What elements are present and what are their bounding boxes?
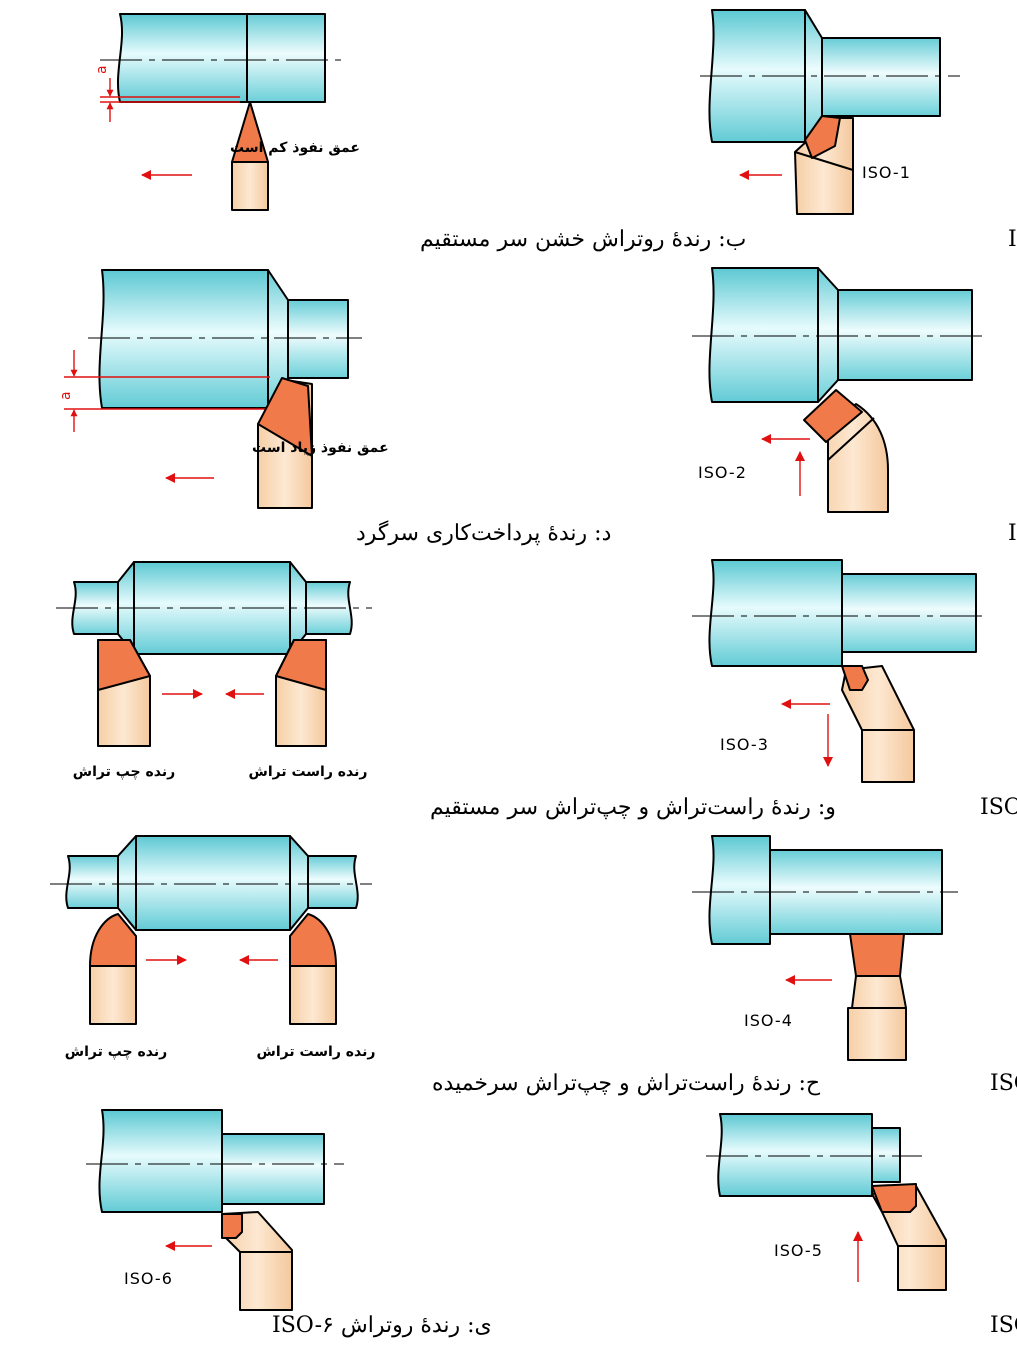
dim-a-label: a [94, 65, 110, 74]
right-tool-insert [275, 639, 327, 691]
panel-y: ISO-6 ی: رندهٔ روتراش ISO-۶ [86, 1109, 492, 1338]
tool-insert [221, 1213, 243, 1239]
workpiece-small-diameter [871, 1127, 901, 1183]
left-tool-insert [97, 639, 151, 691]
panel-w: رنده چپ تراش رنده راست تراش و: رندهٔ راس… [56, 561, 836, 820]
right-tool-insert [289, 913, 337, 967]
iso-label: ISO-6 [124, 1269, 173, 1288]
note-shallow-depth: عمق نفوذ کم است [230, 140, 360, 156]
caption: ت: رندهٔ پیشانی‌تراش ISO-۵ [990, 1313, 1017, 1338]
workpiece-small-diameter [821, 37, 941, 117]
workpiece-large-diameter [708, 267, 819, 403]
tool-insert [804, 115, 841, 159]
caption: الف: رندهٔ روتراش سر مستقیم ISO-۱ [1008, 227, 1017, 252]
caption: ح: رندهٔ راست‌تراش و چپ‌تراش سرخمیده [432, 1071, 821, 1096]
iso-label: ISO-4 [744, 1011, 793, 1030]
workpiece-large-diameter [708, 835, 771, 945]
insert-seat-line [827, 417, 875, 461]
workpiece-large-diameter [98, 269, 269, 409]
tool-insert [803, 389, 863, 443]
workpiece-center-diameter [135, 835, 291, 931]
insert-seat-line [794, 151, 854, 171]
tool-insert [849, 933, 905, 977]
workpiece-small-diameter [221, 1133, 325, 1205]
note-deep-depth: عمق نفوذ زیاد است [252, 440, 389, 456]
workpiece-right-stub [307, 855, 359, 909]
dim-a-label: a [58, 391, 74, 400]
caption: و: رندهٔ راست‌تراش و چپ‌تراش سر مستقیم [430, 795, 836, 820]
iso-label: ISO-3 [720, 735, 769, 754]
caption: د: رندهٔ پرداخت‌کاری سرگرد [356, 520, 611, 546]
left-tool-insert [89, 913, 137, 967]
workpiece-small-diameter [246, 13, 326, 103]
caption: ب: رندهٔ روتراش خشن سر مستقیم [420, 227, 746, 252]
workpiece-large-diameter [116, 13, 248, 103]
right-tool-label: رنده راست تراش [249, 764, 368, 780]
panel-e: ISO-3 ه: رندهٔ بغل‌تراش ISO-۳ [692, 559, 1017, 820]
tool-insert [841, 665, 869, 691]
tool-insert [257, 377, 313, 457]
panel-h: رنده چپ تراش رنده راست تراش ح: رندهٔ راس… [50, 835, 821, 1096]
iso-label: ISO-2 [698, 463, 747, 482]
panel-z: ISO-4 ز: رندهٔ پرداخت سرپهن ISO-۴ [692, 835, 1017, 1096]
left-tool-label: رنده چپ تراش [65, 1044, 167, 1060]
tool-shank [841, 665, 915, 783]
panel-c: ISO-2 ج: رندهٔ روتراش سرکج ISO-۲ [692, 267, 1017, 546]
panel-d: a عمق نفوذ زیاد است د: رندهٔ پرداخت‌کاری… [58, 269, 611, 546]
tool-shank [847, 975, 907, 1061]
workpiece-large-diameter [98, 1109, 223, 1213]
left-tool-label: رنده چپ تراش [73, 764, 175, 780]
workpiece-large-diameter [708, 559, 843, 667]
iso-label: ISO-5 [774, 1241, 823, 1260]
workpiece-left-stub [65, 855, 119, 909]
caption: ه: رندهٔ بغل‌تراش ISO-۳ [980, 795, 1017, 820]
panel-t: ISO-5 ت: رندهٔ پیشانی‌تراش ISO-۵ [706, 1113, 1017, 1338]
right-tool-label: رنده راست تراش [257, 1044, 376, 1060]
tool-insert [231, 101, 269, 163]
panel-a: ISO-1 الف: رندهٔ روتراش سر مستقیم ISO-۱ [700, 9, 1017, 252]
caption: ز: رندهٔ پرداخت سرپهن ISO-۴ [990, 1071, 1017, 1096]
workpiece-large-diameter [717, 1113, 873, 1197]
workpiece-large-diameter [708, 9, 806, 143]
left-tool-shank [89, 965, 137, 1025]
workpiece-chamfer [817, 267, 839, 403]
iso-label: ISO-1 [862, 163, 911, 182]
right-tool-shank [289, 965, 337, 1025]
workpiece-small-diameter [841, 573, 977, 653]
workpiece-small-diameter [287, 299, 349, 379]
workpiece-small-diameter [837, 289, 973, 381]
panel-b: a عمق نفوذ کم است ب: رندهٔ روتراش خشن سر… [94, 13, 746, 252]
caption: ی: رندهٔ روتراش ISO-۶ [272, 1313, 492, 1338]
caption: ج: رندهٔ روتراش سرکج ISO-۲ [1008, 521, 1017, 546]
tool-insert [871, 1183, 917, 1213]
tool-shank [231, 161, 269, 211]
